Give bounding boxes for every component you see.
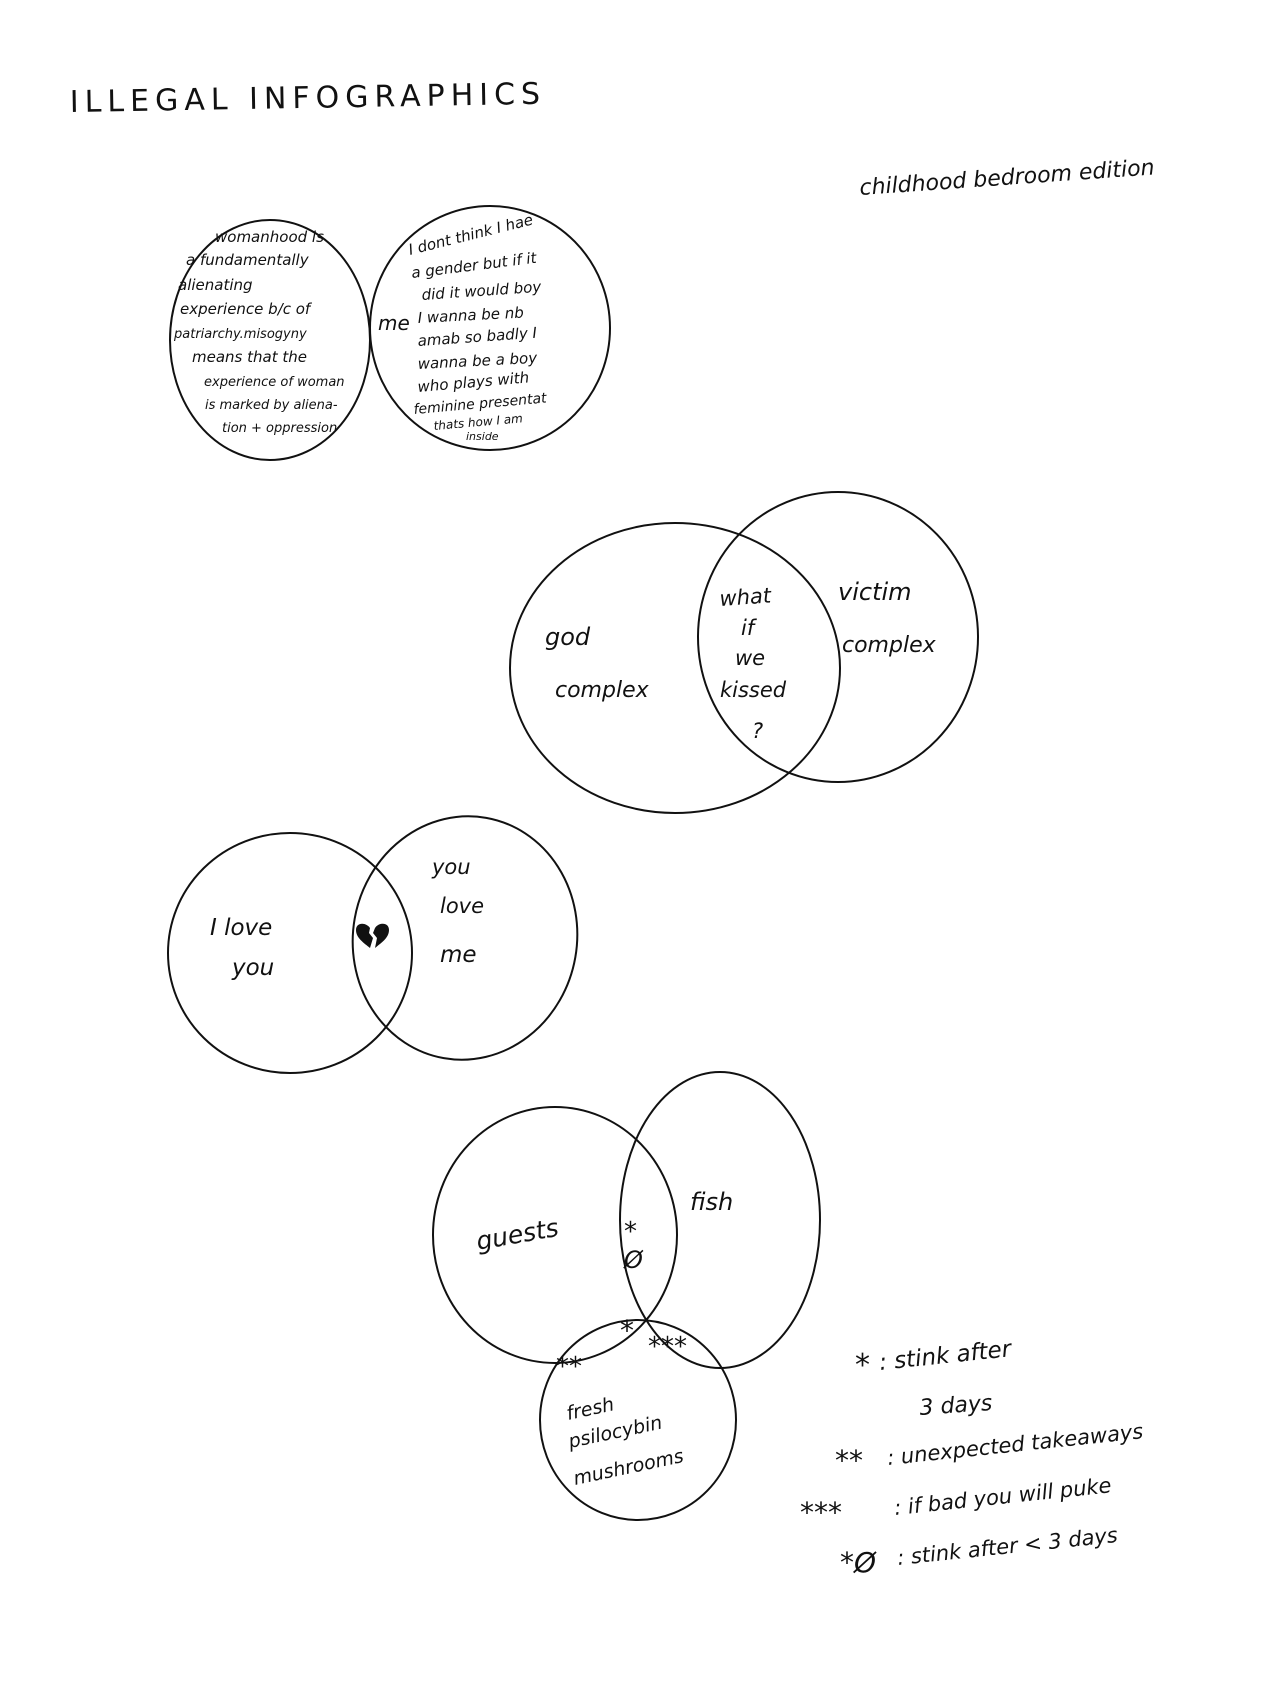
legend-key: *: [855, 1348, 870, 1383]
label-if: if: [741, 616, 758, 640]
label-you-right: you: [431, 855, 471, 879]
circle-guests: [432, 1106, 678, 1364]
label-victim-complex: complex: [842, 633, 937, 658]
label-you-left: you: [231, 955, 274, 981]
label-fish: fish: [690, 1188, 733, 1216]
text-line: tion + oppression: [222, 421, 337, 436]
text-line: experience b/c of: [180, 300, 313, 318]
legend-key: ***: [800, 1496, 842, 1529]
label-god: god: [545, 623, 591, 651]
text-line: womanhood is: [215, 228, 324, 246]
label-mushrooms: mushrooms: [571, 1445, 685, 1490]
venn-identity: [169, 205, 611, 461]
page-subtitle: childhood bedroom edition: [859, 155, 1156, 201]
venn-complex-text: god complex what if we kissed ? victim c…: [545, 578, 937, 743]
legend-text: : stink after: [878, 1336, 1014, 1376]
text-line: alienating: [178, 276, 253, 294]
text-line: did it would boy: [421, 278, 543, 304]
label-love: love: [440, 894, 484, 918]
mark-abc: *: [620, 1314, 634, 1347]
text-line: experience of woman: [204, 375, 345, 390]
text-line: who plays with: [417, 368, 530, 396]
label-god-complex: complex: [555, 678, 650, 703]
label-i-love: I love: [210, 915, 272, 941]
page-title: ILLEGAL INFOGRAPHICS: [70, 77, 547, 120]
broken-heart-icon: [356, 923, 389, 948]
text-line: inside: [466, 430, 499, 443]
legend: * : stink after 3 days ** : unexpected t…: [800, 1336, 1144, 1579]
mark-ac: **: [556, 1352, 582, 1382]
text-line: patriarchy.misogyny: [173, 327, 307, 342]
venn-identity-left-text: womanhood is a fundamentally alienating …: [173, 228, 345, 436]
label-guests: guests: [474, 1213, 561, 1256]
venn-identity-right-text: I dont think I hae a gender but if it di…: [407, 211, 548, 443]
label-victim: victim: [838, 578, 912, 606]
label-fresh: fresh: [564, 1393, 616, 1425]
legend-text: : stink after < 3 days: [896, 1523, 1119, 1570]
circle-god-complex: [509, 522, 841, 814]
legend-key: **: [835, 1444, 863, 1477]
venn-identity-center-label: me: [378, 311, 410, 335]
mark-bc: ***: [648, 1332, 687, 1362]
text-line: is marked by aliena-: [205, 398, 338, 413]
circle-you-love-me: [351, 815, 579, 1061]
circle-i-love-you: [167, 832, 413, 1074]
circle-gender: [369, 205, 611, 451]
label-we: we: [735, 646, 765, 670]
venn-love-text: I love you you love me: [210, 855, 484, 981]
text-line: means that the: [192, 348, 307, 366]
text-line: amab so badly I: [417, 324, 538, 350]
venn-stink: [432, 1071, 821, 1521]
mark-ab-null: Ø: [623, 1246, 644, 1274]
legend-text: : if bad you will puke: [893, 1473, 1113, 1520]
label-me: me: [440, 942, 477, 968]
text-line: I wanna be nb: [417, 303, 524, 327]
circle-victim-complex: [697, 491, 979, 783]
label-what: what: [719, 583, 773, 611]
label-question: ?: [752, 719, 763, 743]
label-kissed: kissed: [720, 678, 787, 702]
circle-mushrooms: [539, 1319, 737, 1521]
venn-complex: [509, 491, 979, 814]
text-line: a fundamentally: [186, 251, 310, 269]
legend-key: *Ø: [840, 1546, 877, 1579]
mark-ab-star: *: [624, 1217, 637, 1247]
legend-text: : unexpected takeaways: [886, 1419, 1144, 1470]
legend-text: 3 days: [919, 1391, 993, 1421]
circle-fish: [619, 1071, 821, 1369]
venn-love: [167, 815, 579, 1074]
